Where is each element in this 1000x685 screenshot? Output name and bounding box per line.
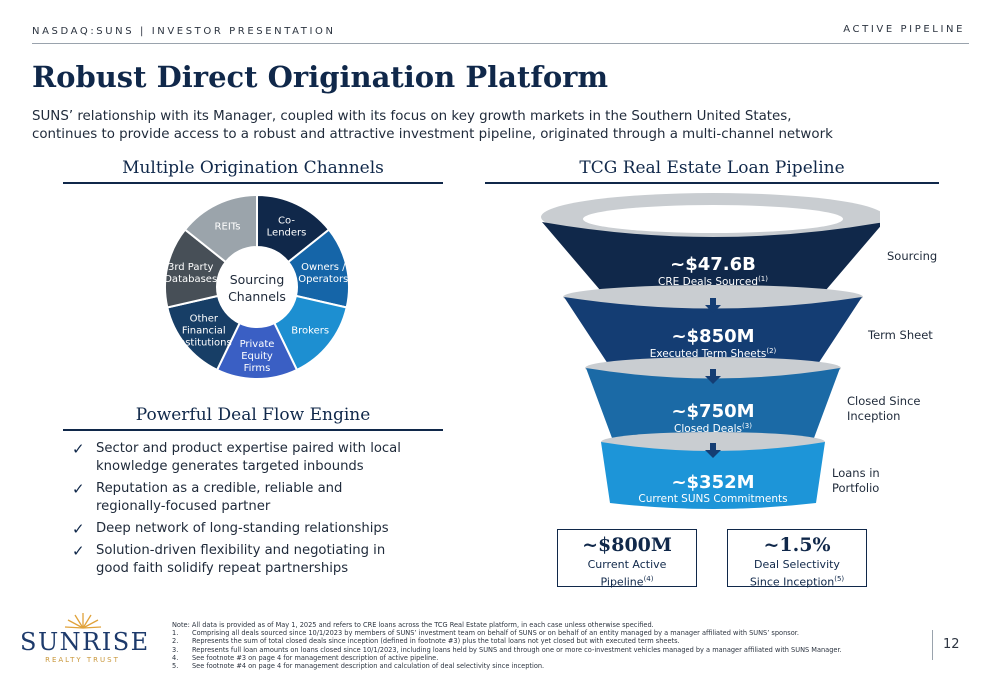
funnel-stage-commitments bbox=[601, 442, 825, 509]
funnel-stage-closed bbox=[586, 368, 840, 445]
arrow-down-icon bbox=[710, 298, 716, 306]
footnote-item: 4.See footnote #3 on page 4 for manageme… bbox=[172, 653, 439, 662]
channel-segment-label: Co-Lenders bbox=[267, 216, 307, 239]
channel-segment bbox=[183, 193, 258, 264]
stage-caption: Closed Deals(3) bbox=[674, 422, 752, 435]
funnel-arrows bbox=[705, 298, 721, 458]
channel-segment-label: Brokers bbox=[291, 325, 329, 336]
channel-segment-label: REITs bbox=[215, 222, 241, 233]
bullet-item: ✓ Deep network of long-standing relation… bbox=[72, 520, 452, 538]
side-label-line: Sourcing bbox=[887, 249, 938, 263]
stage-value: ~$352M bbox=[671, 472, 754, 493]
arrow-down-icon bbox=[705, 305, 721, 313]
side-label-line: Term Sheet bbox=[868, 328, 933, 342]
funnel-divider bbox=[601, 432, 825, 452]
stat-caption-line: Deal Selectivity bbox=[754, 558, 840, 571]
funnel-side-label-sourcing: Sourcing bbox=[887, 249, 937, 264]
header-section-label: ACTIVE PIPELINE bbox=[843, 24, 965, 35]
side-label-line: Closed Since bbox=[847, 394, 921, 408]
funnel-divider bbox=[563, 285, 863, 309]
bullet-line: Reputation as a credible, reliable and bbox=[96, 481, 343, 496]
footnotes: Note: All data is provided as of May 1, … bbox=[172, 621, 922, 670]
bullet-line: Sector and product expertise paired with… bbox=[96, 441, 401, 456]
bullet-item: ✓ Solution-driven flexibility and negoti… bbox=[72, 542, 452, 578]
header-left-label: NASDAQ:SUNS | INVESTOR PRESENTATION bbox=[32, 26, 336, 37]
dealflow-heading: Powerful Deal Flow Engine bbox=[63, 405, 443, 431]
stage-value: ~$750M bbox=[671, 401, 754, 422]
arrow-down-icon bbox=[705, 450, 721, 458]
funnel-side-label-closed: Closed Since Inception bbox=[847, 394, 920, 424]
active-pipeline-box: ~$800M Current Active Pipeline(4) bbox=[557, 529, 697, 589]
arrow-down-icon bbox=[710, 443, 716, 451]
funnel-side-label-term-sheet: Term Sheet bbox=[868, 328, 933, 343]
funnel-opening bbox=[583, 205, 843, 233]
footnote-item: 5.See footnote #4 on page 4 for manageme… bbox=[172, 662, 545, 671]
bullet-item: ✓ Sector and product expertise paired wi… bbox=[72, 440, 452, 476]
stat-caption-line: Current Active bbox=[587, 558, 667, 571]
funnel-side-label-portfolio: Loans in Portfolio bbox=[832, 466, 880, 496]
sunburst-icon bbox=[64, 613, 102, 629]
footnote-item: 1.Comprising all deals sourced since 10/… bbox=[172, 629, 799, 638]
stage-value: ~$850M bbox=[671, 326, 754, 347]
bullet-item: ✓ Reputation as a credible, reliable and… bbox=[72, 480, 452, 516]
stat-value: ~1.5% bbox=[763, 534, 831, 556]
arrow-down-icon bbox=[705, 376, 721, 384]
logo-wordmark: SUNRISE bbox=[20, 628, 150, 656]
logo-subtitle: REALTY TRUST bbox=[45, 656, 120, 664]
page-subtitle: SUNS’ relationship with its Manager, cou… bbox=[32, 108, 982, 144]
stage-value: ~$47.6B bbox=[670, 254, 756, 275]
check-icon: ✓ bbox=[72, 440, 85, 458]
loan-pipeline-funnel: ~$47.6B CRE Deals Sourced(1) ~$850M Exec… bbox=[541, 193, 880, 509]
stage-caption: CRE Deals Sourced(1) bbox=[658, 275, 768, 288]
wheel-center bbox=[217, 247, 297, 327]
funnel-stage-term-sheets bbox=[564, 297, 862, 374]
wheel-center-label-line: Sourcing bbox=[230, 272, 285, 287]
side-label-line: Loans in bbox=[832, 466, 880, 480]
stage-caption: Executed Term Sheets(2) bbox=[650, 347, 777, 360]
pipeline-heading: TCG Real Estate Loan Pipeline bbox=[485, 158, 939, 184]
bullet-line: Deep network of long-standing relationsh… bbox=[96, 521, 389, 536]
dealflow-bullet-list: ✓ Sector and product expertise paired wi… bbox=[72, 440, 452, 582]
footnote-intro: Note: All data is provided as of May 1, … bbox=[172, 621, 654, 629]
check-icon: ✓ bbox=[72, 520, 85, 538]
company-logo: SUNRISE REALTY TRUST bbox=[20, 612, 150, 668]
stat-value: ~$800M bbox=[582, 534, 672, 556]
check-icon: ✓ bbox=[72, 542, 85, 560]
subtitle-line: continues to provide access to a robust … bbox=[32, 127, 833, 142]
bullet-line: Solution-driven flexibility and negotiat… bbox=[96, 543, 386, 558]
stage-caption: Current SUNS Commitments bbox=[638, 493, 787, 505]
wheel-center-label-line: Channels bbox=[228, 289, 286, 304]
footnote-item: 2.Represents the sum of total closed dea… bbox=[172, 637, 680, 646]
subtitle-line: SUNS’ relationship with its Manager, cou… bbox=[32, 109, 792, 124]
side-label-line: Portfolio bbox=[832, 481, 880, 495]
arrow-down-icon bbox=[710, 369, 716, 377]
stat-caption-line: Since Inception(5) bbox=[749, 575, 845, 589]
deal-selectivity-box: ~1.5% Deal Selectivity Since Inception(5… bbox=[727, 529, 867, 589]
channels-heading: Multiple Origination Channels bbox=[63, 158, 443, 184]
bullet-line: regionally-focused partner bbox=[96, 499, 271, 514]
top-bar: NASDAQ:SUNS | INVESTOR PRESENTATION ACTI… bbox=[32, 24, 969, 44]
funnel-stage-sourced bbox=[542, 222, 880, 304]
side-label-line: Inception bbox=[847, 409, 901, 423]
bullet-line: good faith solidify repeat partnerships bbox=[96, 561, 349, 576]
page-number: 12 bbox=[932, 630, 972, 660]
bullet-line: knowledge generates targeted inbounds bbox=[96, 459, 364, 474]
page-title: Robust Direct Origination Platform bbox=[32, 60, 609, 94]
channel-segment-label: Owners /Operators bbox=[298, 262, 348, 285]
check-icon: ✓ bbox=[72, 480, 85, 498]
stat-caption-line: Pipeline(4) bbox=[600, 575, 654, 589]
footnote-item: 3.Represents full loan amounts on loans … bbox=[172, 645, 842, 654]
funnel-divider bbox=[585, 357, 841, 379]
